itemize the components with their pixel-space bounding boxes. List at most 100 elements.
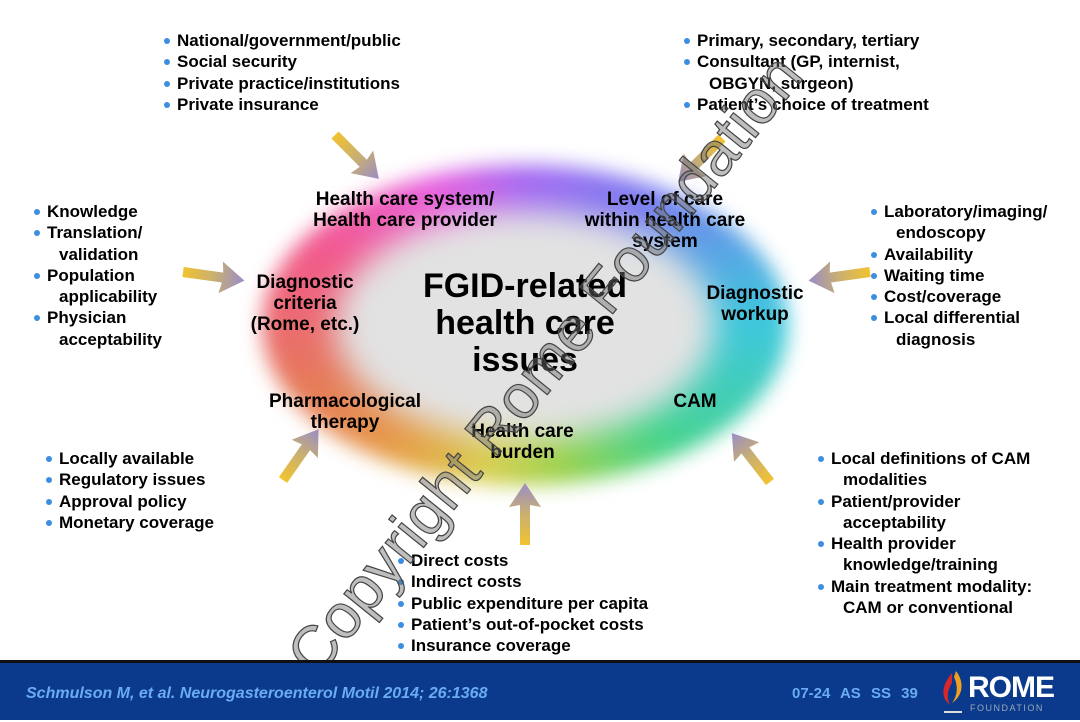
arrow-icon bbox=[509, 483, 541, 545]
bullet-icon bbox=[398, 558, 404, 564]
flame-icon bbox=[943, 671, 962, 713]
list-item: Translation/validation bbox=[34, 222, 162, 265]
node-line: Pharmacological bbox=[268, 391, 422, 412]
list-item-text: Cost/coverage bbox=[884, 287, 1002, 307]
list-item-text: Locally available bbox=[59, 449, 195, 468]
list-item-text: applicability bbox=[59, 287, 158, 307]
node-line: CAM bbox=[673, 391, 717, 412]
bullet-icon bbox=[684, 101, 690, 108]
list-item-text: Regulatory issues bbox=[59, 470, 206, 490]
bullet-icon bbox=[46, 477, 52, 484]
list-item-text: modalities bbox=[843, 470, 928, 490]
list-item-text: endoscopy bbox=[896, 223, 986, 243]
arrow-icon bbox=[331, 131, 379, 179]
arrow-icon bbox=[808, 261, 871, 294]
bullet-icon bbox=[46, 519, 52, 526]
arrow-icon bbox=[182, 261, 245, 294]
list-item-text: acceptability bbox=[59, 329, 162, 349]
node-line: Level of care bbox=[606, 189, 724, 210]
list-item: Patient’s choice of treatment bbox=[684, 94, 929, 115]
bullet-icon bbox=[34, 209, 40, 215]
center-title-line: health care bbox=[435, 304, 615, 342]
list-item: Locally available bbox=[46, 448, 214, 469]
list-item-text: Private practice/institutions bbox=[177, 73, 400, 93]
list-item: Waiting time bbox=[871, 265, 1047, 286]
list-item-text: Population bbox=[47, 265, 135, 285]
node-level-of-care: Level of care within health care system bbox=[570, 189, 760, 252]
bullet-icon bbox=[164, 101, 170, 108]
list-item-text: CAM or conventional bbox=[843, 598, 1014, 618]
bullet-icon bbox=[871, 272, 877, 279]
list-item-text: Private insurance bbox=[177, 94, 319, 114]
node-health-care-burden: Health care burden bbox=[455, 421, 590, 463]
list-item: Availability bbox=[871, 244, 1047, 265]
arrow-icon bbox=[678, 134, 726, 182]
list-item-text: Primary, secondary, tertiary bbox=[697, 31, 920, 50]
node-cam: CAM bbox=[660, 391, 730, 412]
node-line: Health care system/ bbox=[315, 189, 495, 210]
bullet-icon bbox=[34, 230, 40, 237]
node-line: Diagnostic bbox=[256, 272, 354, 293]
list-item-text: Consultant (GP, internist, bbox=[697, 52, 900, 72]
bullet-icon bbox=[684, 59, 690, 66]
list-item: Private practice/institutions bbox=[164, 73, 401, 94]
list-item: Regulatory issues bbox=[46, 469, 214, 490]
list-item: Consultant (GP, internist,OBGYN, surgeon… bbox=[684, 51, 929, 94]
bullet-icon bbox=[398, 621, 404, 628]
node-diagnostic-workup: Diagnostic workup bbox=[695, 283, 815, 325]
list-item: Insurance coverage bbox=[398, 635, 648, 656]
list-item: Monetary coverage bbox=[46, 512, 214, 533]
list-item: Primary, secondary, tertiary bbox=[684, 30, 929, 51]
node-line: criteria bbox=[273, 293, 337, 314]
list-item-text: Local differential bbox=[884, 308, 1021, 328]
list-item: Main treatment modality:CAM or conventio… bbox=[818, 576, 1032, 619]
list-item-text: Knowledge bbox=[47, 202, 138, 221]
list-item: Patient’s out-of-pocket costs bbox=[398, 614, 648, 635]
list-item-text: Insurance coverage bbox=[411, 636, 571, 656]
list-item: Social security bbox=[164, 51, 401, 72]
list-item-text: OBGYN, surgeon) bbox=[709, 73, 854, 93]
list-item-text: Waiting time bbox=[884, 265, 985, 285]
list-item-text: Main treatment modality: bbox=[831, 576, 1033, 596]
list-item-text: Translation/ bbox=[47, 223, 143, 243]
bullet-icon bbox=[818, 456, 824, 462]
node-line: Health care provider bbox=[313, 210, 497, 231]
list-item-text: Physician bbox=[47, 308, 127, 328]
arrow-icon bbox=[278, 429, 319, 483]
node-diagnostic-criteria: Diagnostic criteria (Rome, etc.) bbox=[235, 272, 375, 335]
node-health-care-system: Health care system/ Health care provider bbox=[300, 189, 510, 231]
bullet-icon bbox=[34, 272, 40, 279]
node-line: therapy bbox=[310, 412, 380, 433]
bullet-icon bbox=[398, 600, 404, 607]
list-item-text: Approval policy bbox=[59, 491, 187, 511]
rome-foundation-logo: ROME FOUNDATION bbox=[938, 669, 1068, 717]
footer-bar: Schmulson M, et al. Neurogasteroenterol … bbox=[0, 660, 1080, 720]
list-item-text: Health provider bbox=[831, 534, 956, 554]
list-item: Cost/coverage bbox=[871, 286, 1047, 307]
node-line: burden bbox=[490, 442, 555, 463]
list-item-text: Laboratory/imaging/ bbox=[884, 202, 1048, 221]
list-item: Approval policy bbox=[46, 491, 214, 512]
list-item: Public expenditure per capita bbox=[398, 593, 648, 614]
bullet-icon bbox=[398, 643, 404, 650]
center-title-line: FGID-related bbox=[422, 267, 628, 305]
bullet-icon bbox=[871, 251, 877, 258]
list-item: Indirect costs bbox=[398, 571, 648, 592]
node-pharmacological-therapy: Pharmacological therapy bbox=[255, 391, 435, 433]
list-item-text: knowledge/training bbox=[843, 555, 998, 575]
node-line: Health care bbox=[471, 421, 574, 442]
node-line: Diagnostic bbox=[706, 283, 804, 304]
bullet-icon bbox=[818, 541, 824, 548]
node-line: (Rome, etc.) bbox=[250, 314, 360, 335]
